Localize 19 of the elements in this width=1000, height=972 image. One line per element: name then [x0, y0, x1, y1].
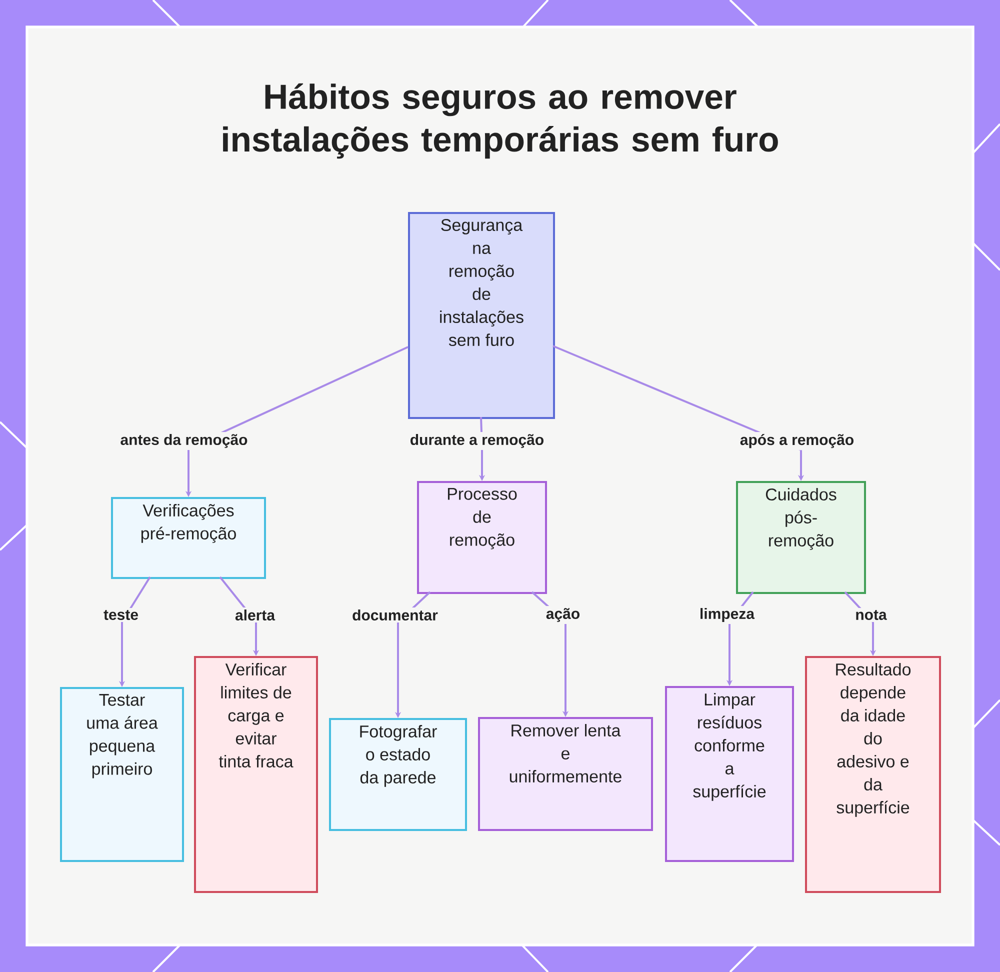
edge-label: antes da remoção	[118, 432, 250, 450]
detail-box: Testar uma área pequena primeiro	[60, 687, 184, 862]
edge-label: após a remoção	[738, 432, 856, 450]
detail-box: Remover lenta e uniformemente	[478, 717, 653, 832]
edge-label: nota	[853, 608, 889, 622]
edge-label: alerta	[233, 608, 278, 623]
edge-label: ação	[544, 606, 582, 624]
detail-box: Fotografar o estado da parede	[329, 718, 467, 832]
detail-box: Verificar limites de carga e evitar tinta fraca	[194, 656, 318, 893]
detail-box: Limpar resíduos conforme a superfície	[665, 686, 794, 862]
edge-label: limpeza	[698, 606, 757, 624]
category-box: Processo de remoção	[417, 481, 547, 594]
topic-box: Segurança na remoção de instalações sem furo	[408, 212, 555, 419]
category-box: Verificações pré-remoção	[111, 497, 266, 579]
edge-label: documentar	[350, 608, 440, 623]
category-box: Cuidados pós-remoção	[736, 481, 866, 594]
edge-label: teste	[102, 608, 140, 622]
detail-box: Resultado depende da idade do adesivo e da superfície	[805, 656, 941, 893]
title: Hábitos seguros ao remover instalações temporárias sem furo	[223, 83, 778, 159]
